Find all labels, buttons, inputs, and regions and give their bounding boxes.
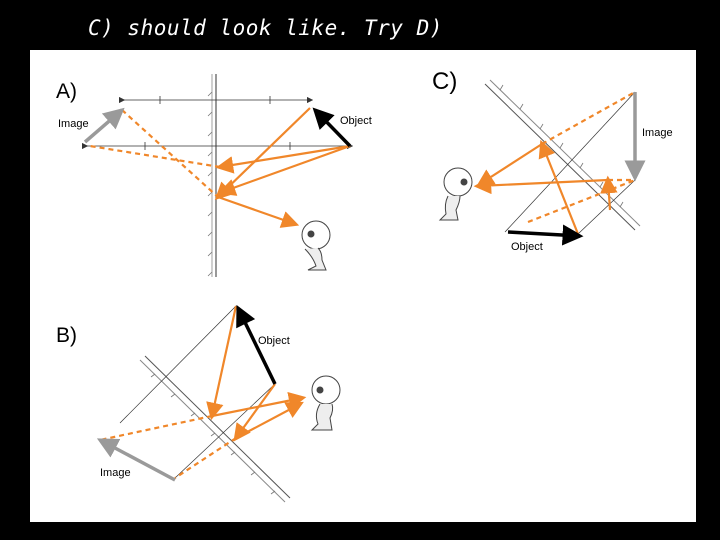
mirror-a (207, 74, 217, 277)
image-label-b: Image (100, 467, 131, 479)
rays-b (99, 305, 307, 479)
observer-a (301, 220, 331, 271)
object-arrow-c (507, 224, 584, 246)
object-arrow-a (312, 107, 352, 148)
object-label-c: Object (511, 241, 543, 253)
panel-letter-b: B) (56, 324, 77, 347)
object-arrow-b (236, 304, 277, 385)
panel-c: C) Object Image (430, 52, 696, 288)
dimension-lines-a (81, 96, 354, 150)
image-arrow-b (96, 438, 176, 482)
image-arrow-a (83, 107, 125, 144)
object-label-b: Object (258, 335, 290, 347)
observer-b (310, 375, 341, 431)
observer-c (438, 167, 473, 221)
panel-b: B) Object Image (30, 288, 402, 522)
panel-letter-a: A) (56, 80, 77, 103)
slide-title: C) should look like. Try D) (88, 16, 443, 40)
panel-a-diagram: A) Object Image (56, 74, 372, 277)
construction-lines-c (504, 91, 636, 235)
panel-c-diagram: C) Object Image (438, 79, 673, 253)
panel-d-empty (402, 288, 696, 522)
image-label-a: Image (58, 118, 89, 130)
construction-lines-b (119, 305, 276, 479)
rays-a (89, 107, 351, 228)
panel-letter-c-label: C) (432, 68, 458, 95)
panel-b-diagram: B) Object Image (56, 304, 341, 503)
image-label-c: Image (642, 127, 673, 139)
panel-a: A) Object Image (30, 52, 430, 288)
object-label-a: Object (340, 115, 372, 127)
mirror-b (139, 355, 291, 503)
rays-c (473, 91, 636, 235)
